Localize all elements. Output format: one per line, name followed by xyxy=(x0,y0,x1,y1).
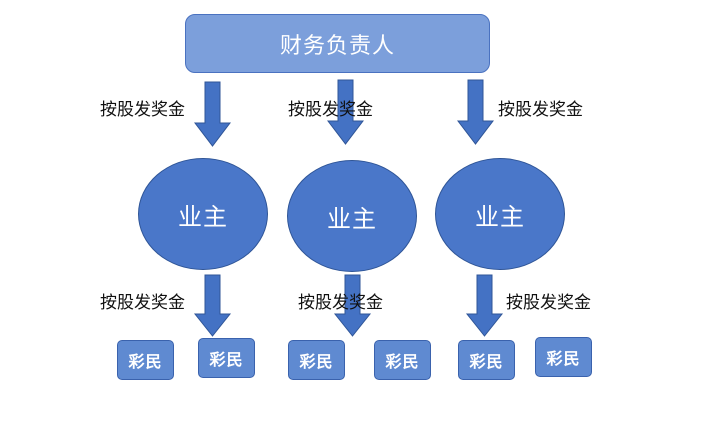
arrow-label-bottom-3: 按股发奖金 xyxy=(506,293,591,313)
player-label: 彩民 xyxy=(546,349,581,368)
arrow-bottom-2 xyxy=(333,274,372,337)
player-node-1: 彩民 xyxy=(117,340,174,380)
arrow-bottom-3 xyxy=(465,274,504,337)
player-label: 彩民 xyxy=(128,352,163,371)
player-node-5: 彩民 xyxy=(458,340,515,380)
arrow-label-top-2: 按股发奖金 xyxy=(288,100,373,120)
owner-node-2: 业主 xyxy=(287,160,417,272)
player-label: 彩民 xyxy=(469,352,504,371)
finance-manager-label: 财务负责人 xyxy=(279,33,395,59)
player-node-2: 彩民 xyxy=(198,338,255,378)
player-label: 彩民 xyxy=(209,350,244,369)
player-node-6: 彩民 xyxy=(535,337,592,377)
owner-node-1: 业主 xyxy=(138,158,268,270)
arrow-label-bottom-1: 按股发奖金 xyxy=(100,293,185,313)
player-node-4: 彩民 xyxy=(374,340,431,380)
owner-node-3: 业主 xyxy=(435,158,565,270)
arrow-label-top-1: 按股发奖金 xyxy=(100,100,185,120)
arrow-top-1 xyxy=(193,81,232,147)
owner-label: 业主 xyxy=(475,202,525,231)
finance-manager-box: 财务负责人 xyxy=(185,14,490,73)
owner-label: 业主 xyxy=(327,204,377,233)
player-label: 彩民 xyxy=(299,352,334,371)
player-node-3: 彩民 xyxy=(288,340,345,380)
arrow-bottom-1 xyxy=(193,274,232,337)
arrow-label-top-3: 按股发奖金 xyxy=(498,100,583,120)
owner-label: 业主 xyxy=(178,202,228,231)
arrow-top-3 xyxy=(456,79,495,145)
arrow-top-2 xyxy=(326,79,365,145)
player-label: 彩民 xyxy=(385,352,420,371)
arrow-label-bottom-2: 按股发奖金 xyxy=(298,293,383,313)
